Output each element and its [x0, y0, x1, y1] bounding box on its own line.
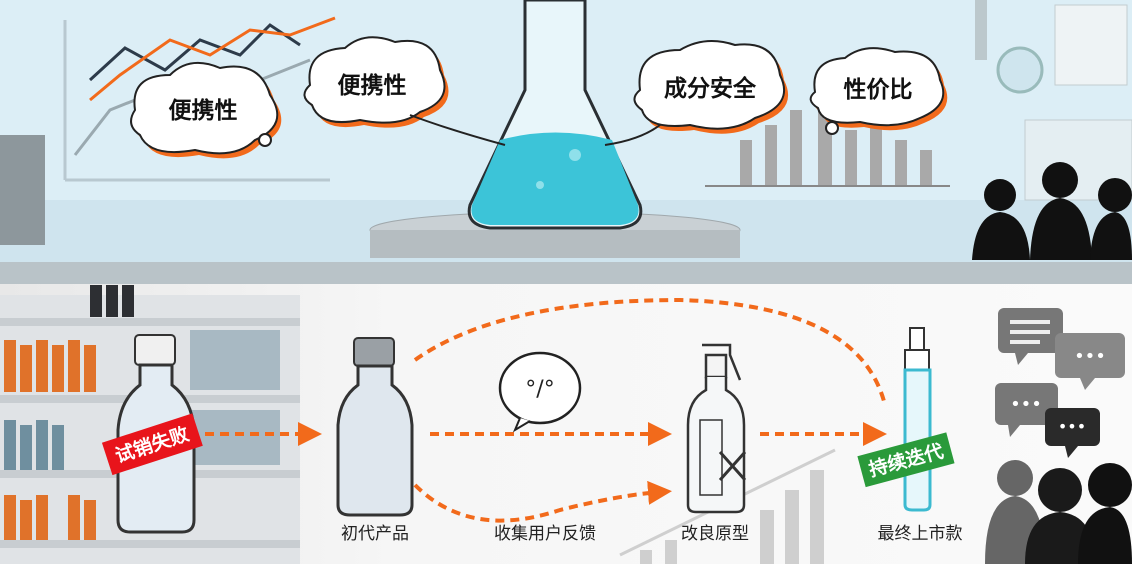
stage-label-final: 最终上市款 — [878, 524, 963, 544]
bubble-label: 性价比 — [844, 77, 913, 103]
bubble-label: 便携性 — [169, 97, 238, 124]
final-product-bottle — [903, 327, 932, 512]
erlenmeyer-flask — [467, 0, 643, 230]
stage-label-first-gen: 初代产品 — [341, 524, 409, 544]
svg-text:•••: ••• — [1010, 394, 1042, 415]
thought-bubble-ingredient-safety: 成分安全 — [604, 40, 789, 146]
feedback-bubble-text: °/° — [525, 377, 554, 402]
improved-prototype-spray-bottle — [686, 343, 747, 514]
svg-text:•••: ••• — [1074, 346, 1106, 367]
thought-bubble-portability-2: 便携性 — [303, 36, 506, 146]
stage-label-feedback: 收集用户反馈 — [494, 524, 596, 544]
bubble-label: 便携性 — [338, 72, 407, 99]
chat-bubbles: ••• ••• ••• — [995, 308, 1125, 458]
bar-chart-background — [705, 95, 950, 187]
svg-text:•••: ••• — [1058, 417, 1086, 436]
stage-label-prototype: 改良原型 — [681, 524, 749, 544]
bubble-label: 成分安全 — [664, 75, 757, 102]
lab-equipment — [0, 135, 45, 245]
growth-bar-chart — [619, 448, 836, 564]
thought-bubble-value-for-money: 性价比 — [809, 47, 948, 135]
lab-scene — [0, 0, 1132, 284]
feedback-speech-bubble: °/° — [498, 351, 582, 433]
audience-silhouettes-top — [972, 162, 1132, 260]
wall-chart — [1054, 4, 1128, 86]
lab-flask-small — [996, 46, 1044, 94]
process-arrows — [205, 297, 887, 523]
first-gen-bottle — [336, 337, 414, 517]
customer-silhouettes — [985, 460, 1132, 564]
thought-bubble-portability-1: 便携性 — [130, 61, 282, 159]
